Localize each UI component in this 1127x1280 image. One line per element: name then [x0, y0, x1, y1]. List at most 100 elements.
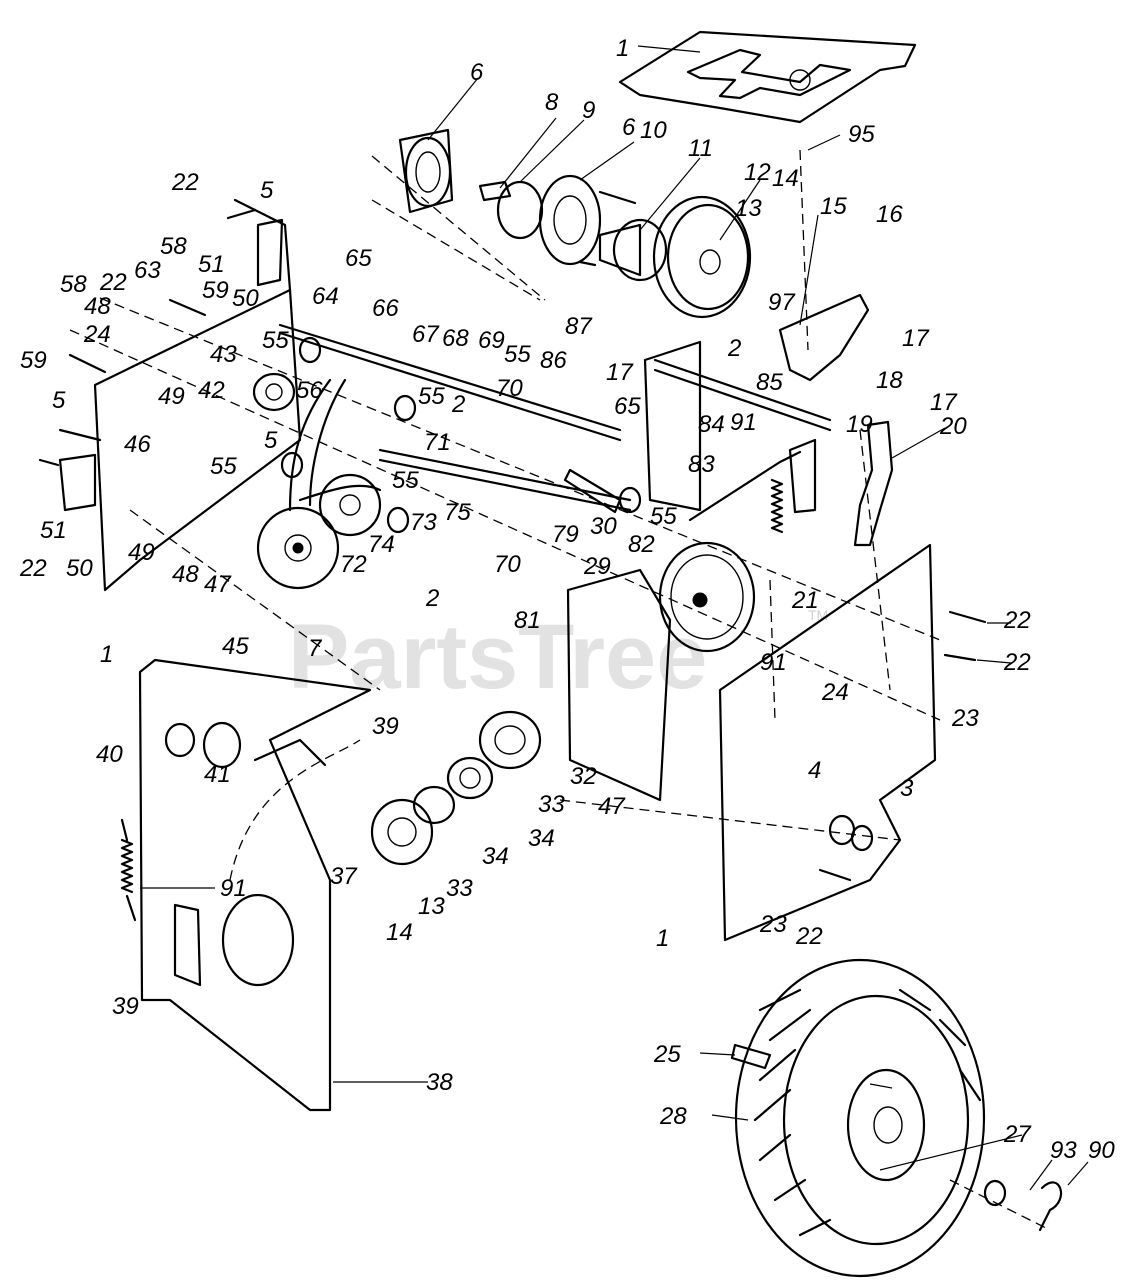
callout-69: 69 [478, 327, 505, 354]
callout-42: 42 [198, 377, 225, 404]
callout-70: 70 [494, 551, 521, 578]
callout-50: 50 [66, 555, 93, 582]
right-rear-plate [643, 340, 937, 942]
callout-13: 13 [418, 893, 445, 920]
brackets [58, 218, 284, 512]
callout-64: 64 [312, 283, 339, 310]
callout-10: 10 [640, 117, 667, 144]
callout-25: 25 [653, 1041, 681, 1068]
callout-14: 14 [772, 165, 799, 192]
callout-5: 5 [52, 387, 66, 414]
callout-66: 66 [372, 295, 399, 322]
callout-74: 74 [368, 531, 395, 558]
callout-55: 55 [418, 383, 445, 410]
callout-72: 72 [340, 551, 367, 578]
callout-30: 30 [590, 513, 617, 540]
callout-86: 86 [540, 347, 567, 374]
callout-48: 48 [172, 561, 199, 588]
callout-51: 51 [198, 251, 225, 278]
callout-5: 5 [264, 427, 278, 454]
callout-85: 85 [756, 369, 783, 396]
callout-22: 22 [19, 555, 47, 582]
callout-1: 1 [616, 35, 629, 62]
callout-41: 41 [204, 761, 231, 788]
callout-34: 34 [482, 843, 509, 870]
callout-6: 6 [622, 114, 636, 141]
callout-47: 47 [598, 793, 626, 820]
callout-55: 55 [504, 341, 531, 368]
callout-22: 22 [1003, 649, 1031, 676]
bearings-stack [370, 710, 542, 866]
callout-1: 1 [656, 925, 669, 952]
callout-1: 1 [100, 641, 113, 668]
callout-2: 2 [451, 391, 465, 418]
callout-2: 2 [425, 585, 439, 612]
callout-51: 51 [40, 517, 67, 544]
callout-17: 17 [606, 359, 634, 386]
callout-59: 59 [202, 277, 229, 304]
callout-40: 40 [96, 741, 123, 768]
bearing-flange-left [398, 128, 454, 214]
friction-wheel [658, 541, 756, 653]
callout-18: 18 [876, 367, 903, 394]
construction-lines [69, 149, 1051, 1231]
front-housing [138, 658, 372, 1112]
callout-13: 13 [735, 195, 762, 222]
callout-22: 22 [99, 269, 127, 296]
callout-91: 91 [220, 875, 247, 902]
callout-9: 9 [582, 97, 595, 124]
callout-22: 22 [1003, 607, 1031, 634]
bolts [38, 190, 987, 882]
control-rod [653, 358, 832, 522]
callout-81: 81 [514, 607, 541, 634]
callout-55: 55 [262, 327, 289, 354]
sprocket-large [256, 506, 340, 590]
wheel-tire [730, 958, 986, 1278]
callout-8: 8 [545, 89, 559, 116]
idler-bracket [778, 293, 870, 382]
callout-82: 82 [628, 531, 655, 558]
callout-49: 49 [158, 383, 185, 410]
callout-45: 45 [222, 633, 249, 660]
callout-23: 23 [759, 911, 787, 938]
callout-labels: 1 6 8 9 6 10 11 12 13 14 95 22 5 15 16 5… [19, 35, 1115, 1164]
callout-83: 83 [688, 451, 715, 478]
callout-75: 75 [444, 499, 471, 526]
wheel-retainers [983, 1179, 1062, 1232]
callout-16: 16 [876, 201, 903, 228]
callout-7: 7 [308, 635, 323, 662]
callout-3: 3 [900, 775, 914, 802]
callout-39: 39 [112, 993, 139, 1020]
callout-34: 34 [528, 825, 555, 852]
callout-50: 50 [232, 285, 259, 312]
callout-65: 65 [345, 245, 372, 272]
callout-15: 15 [820, 193, 847, 220]
callout-29: 29 [583, 553, 611, 580]
callout-43: 43 [210, 341, 237, 368]
callout-56: 56 [296, 377, 323, 404]
callout-33: 33 [446, 875, 473, 902]
callout-97: 97 [768, 289, 796, 316]
callout-19: 19 [846, 411, 873, 438]
callout-4: 4 [808, 757, 821, 784]
callout-17: 17 [902, 325, 930, 352]
callout-59: 59 [20, 347, 47, 374]
top-cover-plate [618, 30, 917, 124]
callout-24: 24 [821, 679, 849, 706]
callout-20: 20 [939, 413, 967, 440]
callout-55: 55 [392, 467, 419, 494]
callout-55: 55 [210, 453, 237, 480]
callout-95: 95 [848, 121, 875, 148]
callout-49: 49 [128, 539, 155, 566]
callout-17: 17 [930, 389, 958, 416]
callout-46: 46 [124, 431, 151, 458]
shaft-bearing [252, 372, 296, 412]
shafts [58, 323, 632, 514]
callout-28: 28 [659, 1103, 687, 1130]
callout-12: 12 [744, 159, 771, 186]
callout-87: 87 [565, 313, 593, 340]
lever-arm [853, 420, 894, 547]
callout-32: 32 [570, 763, 597, 790]
callout-6: 6 [470, 59, 484, 86]
